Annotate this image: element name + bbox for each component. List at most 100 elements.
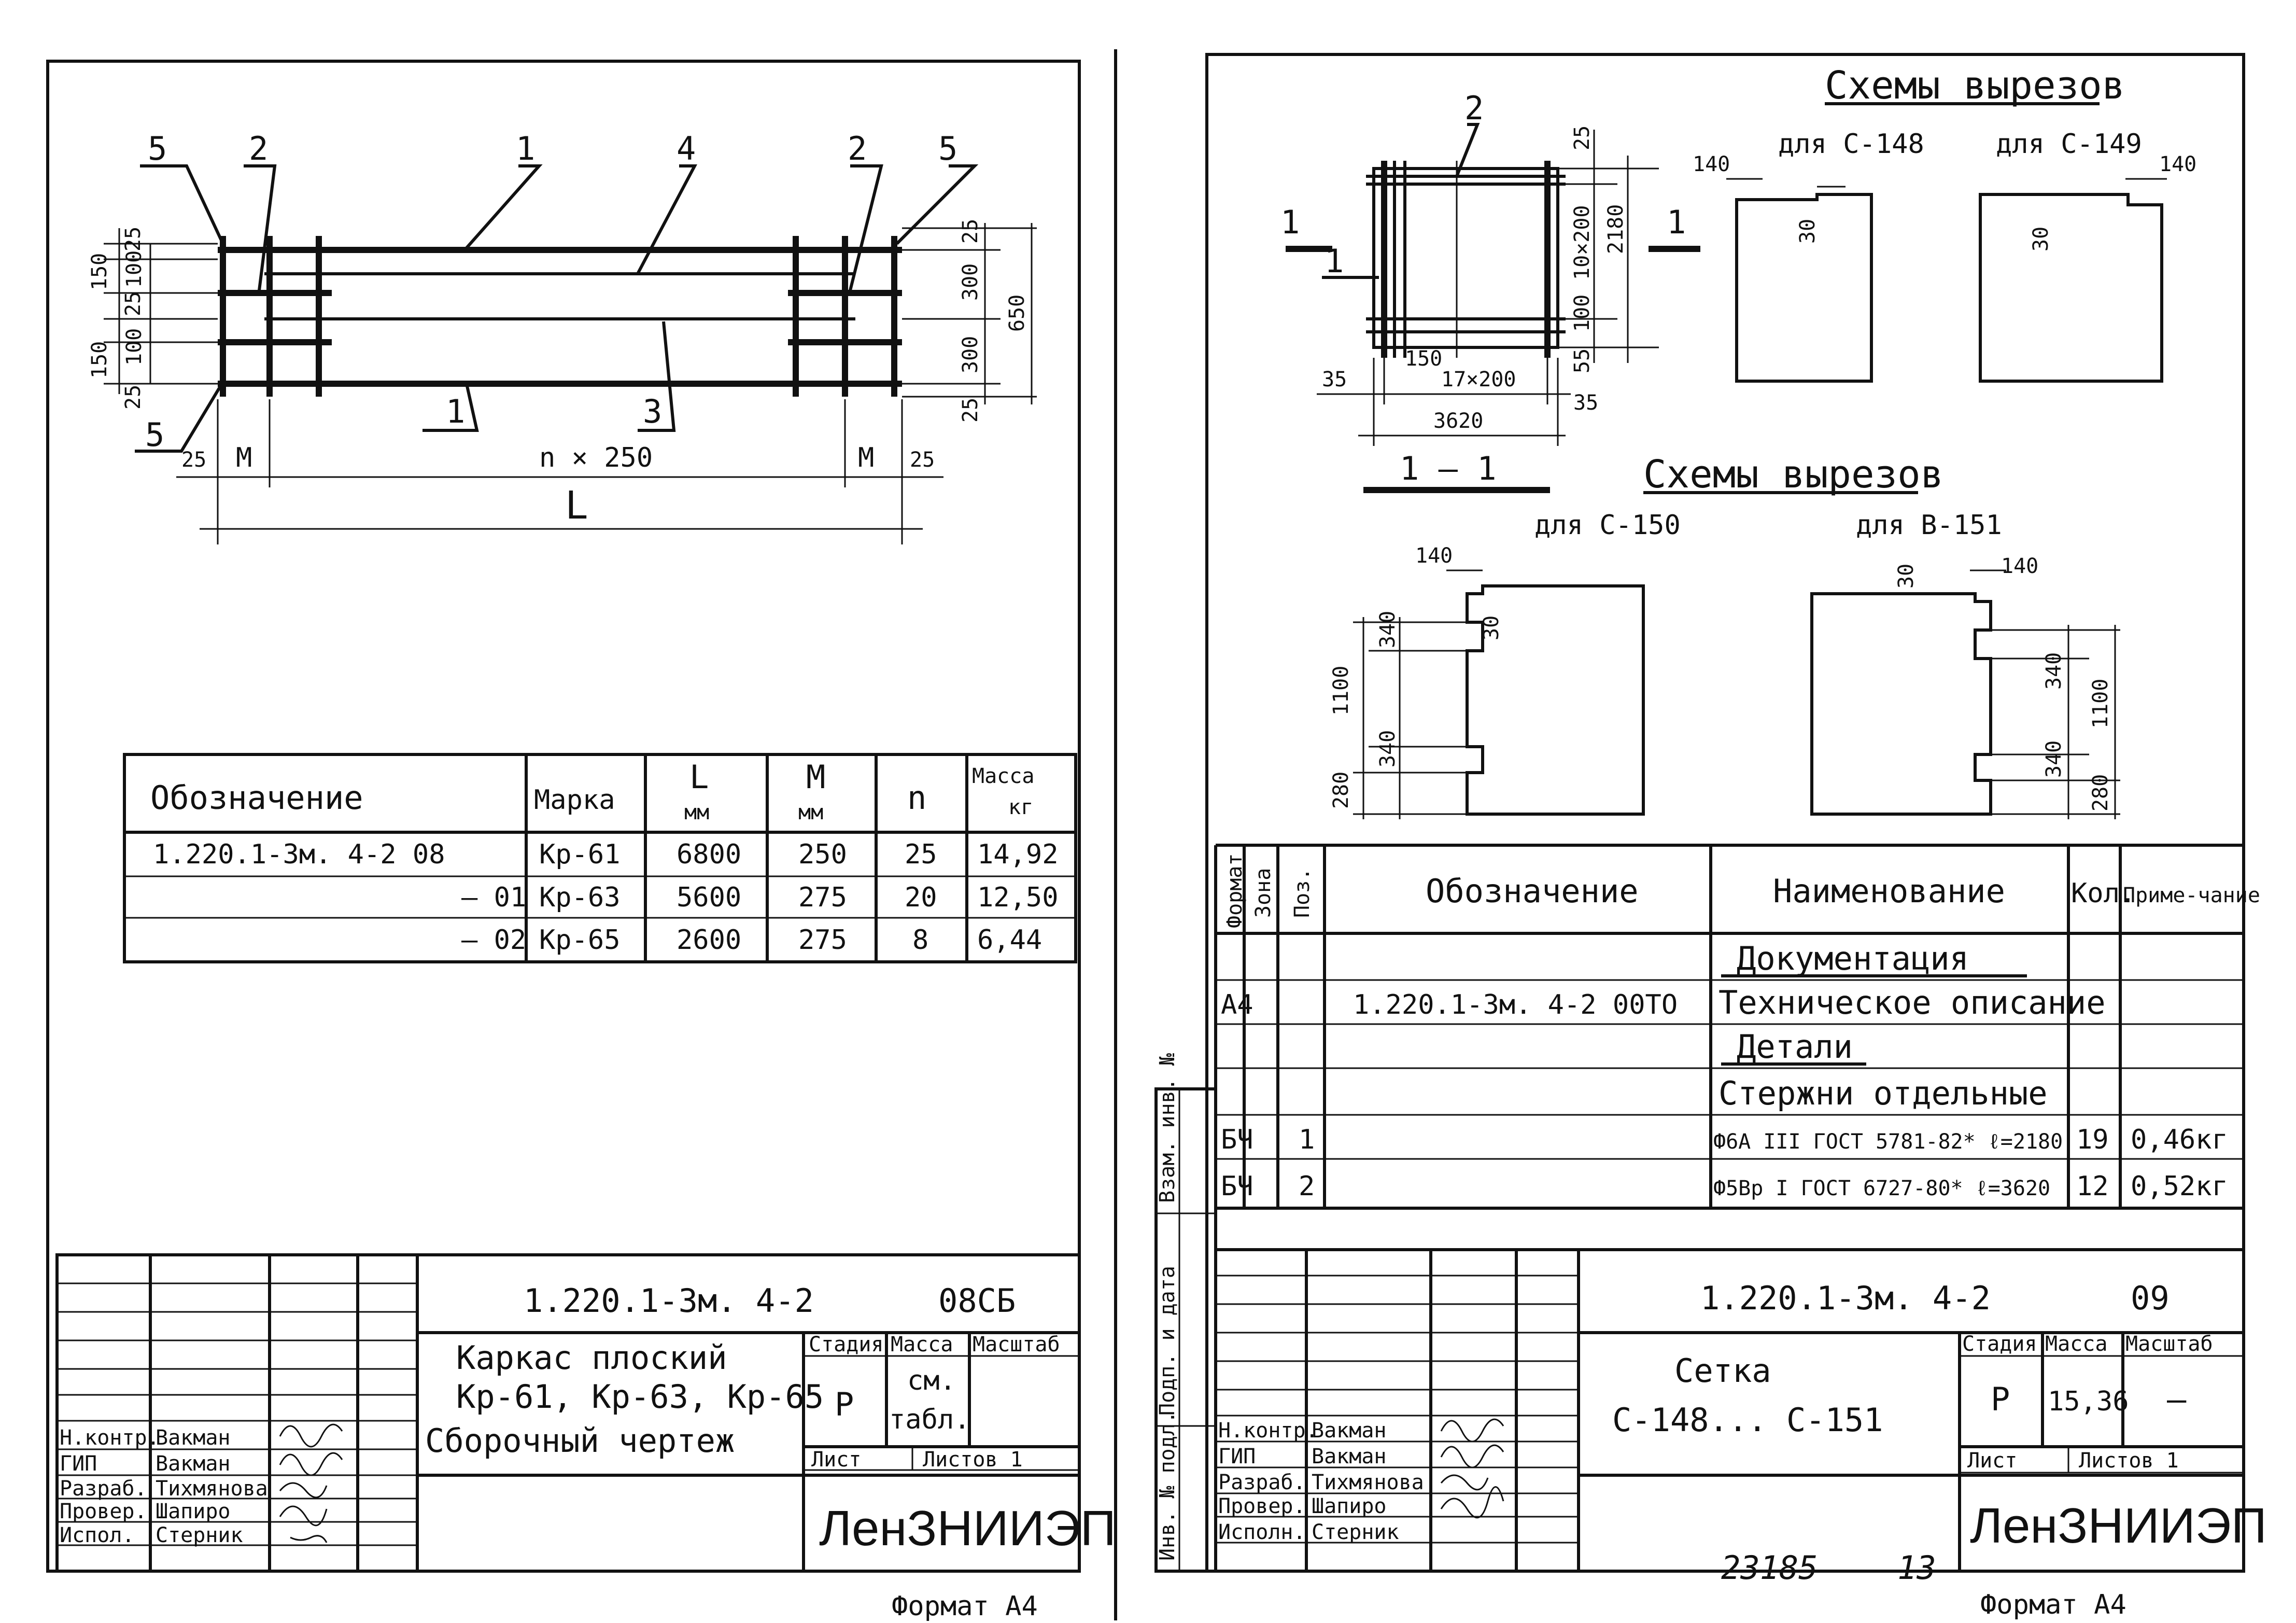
role-name: Вакман: [1312, 1445, 1387, 1468]
right-sheet: 2 1 1 1 25 10×200 2180 100 55: [1154, 53, 2267, 1620]
table-cell: Детали: [1737, 1028, 1853, 1066]
table-header: L: [689, 758, 709, 796]
table-cell: 20: [905, 882, 937, 913]
table-cell: 0,52кг: [2131, 1171, 2228, 1202]
organization: ЛенЗНИИЭП: [1970, 1498, 2267, 1554]
table-header: Поз.: [1290, 868, 1314, 918]
callout-label: 5: [938, 130, 957, 167]
dim-label: 25: [910, 448, 935, 472]
table-cell: — 01: [461, 882, 526, 913]
dim-label: 100: [122, 250, 146, 288]
table-cell: 275: [798, 925, 847, 956]
mass-value: см.: [907, 1365, 956, 1396]
dim-label: 35: [1322, 368, 1347, 391]
specification-table: Формат Зона Поз. Обозначение Наименовани…: [1214, 844, 2260, 1210]
callout-label: 2: [249, 130, 268, 167]
role-label: ГИП: [60, 1452, 97, 1476]
drawing-title: Кр-61, Кр-63, Кр-65: [456, 1378, 824, 1416]
signature-mark: [1440, 1444, 1504, 1468]
stage-label: Стадия: [1962, 1332, 2037, 1356]
scheme-label: для С-150: [1534, 510, 1681, 541]
signature-mark: [279, 1452, 343, 1476]
drawing-code: 1.220.1-3м. 4-2: [1700, 1279, 1991, 1317]
scheme-heading: Схемы вырезов: [1825, 63, 2125, 108]
role-label: Н.контр.: [60, 1426, 160, 1450]
drawing-title: Каркас плоский: [456, 1339, 727, 1377]
dim-label: 1100: [1329, 666, 1353, 716]
role-label: Провер.: [60, 1500, 147, 1523]
sheet-label: Лист: [1967, 1449, 2017, 1473]
section-label: 1 — 1: [1400, 450, 1497, 487]
role-name: Вакман: [1312, 1419, 1387, 1443]
dim-label: 150: [88, 253, 111, 290]
side-label: Инв. № подл.: [1156, 1411, 1179, 1561]
stage-label: Стадия: [809, 1333, 884, 1356]
table-cell: Кр-61: [539, 839, 621, 870]
dim-label: 100: [122, 328, 146, 366]
table-header: Масса: [972, 764, 1034, 788]
table-cell: Документация: [1737, 940, 1969, 977]
role-label: ГИП: [1218, 1445, 1256, 1468]
callout-label: 3: [643, 393, 662, 430]
table-cell: Кр-65: [539, 925, 621, 956]
dim-label: 150: [88, 341, 111, 379]
dim-label: 55: [1570, 348, 1594, 373]
dim-label: 280: [1329, 772, 1353, 809]
table-cell: 25: [905, 839, 937, 870]
role-label: Исполн.: [1218, 1520, 1306, 1544]
dim-label: 30: [1894, 564, 1918, 589]
table-header: Обозначение: [150, 779, 363, 817]
dim-label: 340: [1376, 611, 1400, 648]
page-number: 13: [1897, 1549, 1936, 1587]
dim-label: 25: [959, 219, 982, 244]
stage-value: Р: [1991, 1380, 2010, 1418]
dim-label: 300: [959, 336, 982, 373]
role-name: Тихмянова: [1312, 1471, 1424, 1494]
scale-label: Масштаб: [973, 1333, 1060, 1356]
table-cell: БЧ: [1221, 1171, 1253, 1202]
role-label: Разраб.: [60, 1477, 147, 1501]
table-cell: 0,46кг: [2131, 1124, 2228, 1155]
table-header: Наименование: [1773, 872, 2005, 910]
drawing-title: Сетка: [1674, 1352, 1771, 1390]
section-mark: 1: [1280, 203, 1300, 241]
table-cell: Стержни отдельные: [1719, 1074, 2048, 1112]
role-name: Вакман: [156, 1452, 231, 1476]
dim-label: 2180: [1604, 204, 1628, 254]
dim-label: 140: [2159, 152, 2196, 176]
dim-label: M: [236, 442, 252, 473]
dim-label: 10×200: [1570, 205, 1594, 281]
table-cell: А4: [1221, 989, 1253, 1020]
signature-mark: [1440, 1474, 1489, 1491]
table-cell: 12,50: [977, 882, 1059, 913]
role-label: Испол.: [60, 1523, 135, 1547]
dim-label: 25: [959, 398, 982, 423]
table-header: Зона: [1251, 868, 1275, 918]
dim-label: L: [565, 483, 588, 528]
dim-label: 140: [1693, 152, 1730, 176]
frame-assembly-drawing: 5 2 1 4 2 5 5 1 3 25 100 150 25: [88, 130, 1037, 544]
table-cell: 14,92: [977, 839, 1059, 870]
dim-label: 17×200: [1441, 368, 1516, 391]
dim-label: 140: [1415, 544, 1453, 568]
dim-label: 30: [2029, 227, 2053, 251]
table-cell: 1.220.1-3м. 4-2 08: [153, 839, 445, 870]
role-name: Шапиро: [156, 1500, 231, 1523]
table-header: Кол.: [2071, 878, 2136, 909]
table-cell: 6,44: [977, 925, 1042, 956]
table-cell: Ф5Вр I ГОСТ 6727-80* ℓ=3620: [1713, 1177, 2050, 1200]
table-header: мм: [684, 801, 709, 824]
stage-value: Р: [835, 1386, 854, 1423]
callout-label: 1: [516, 130, 535, 167]
table-header: мм: [798, 801, 823, 824]
mass-label: Масса: [2045, 1332, 2107, 1356]
signature-mark: [279, 1423, 343, 1448]
mass-value: табл.: [889, 1404, 970, 1435]
role-name: Стерник: [156, 1523, 243, 1547]
dim-label: 140: [2001, 554, 2038, 578]
drawing-code: 1.220.1-3м. 4-2: [524, 1282, 814, 1320]
scale-label: Масштаб: [2125, 1332, 2213, 1356]
signature-mark: [1440, 1486, 1504, 1519]
right-title-block: 1.220.1-3м. 4-2 09 Сетка С-148... С-151 …: [1214, 1248, 2267, 1573]
